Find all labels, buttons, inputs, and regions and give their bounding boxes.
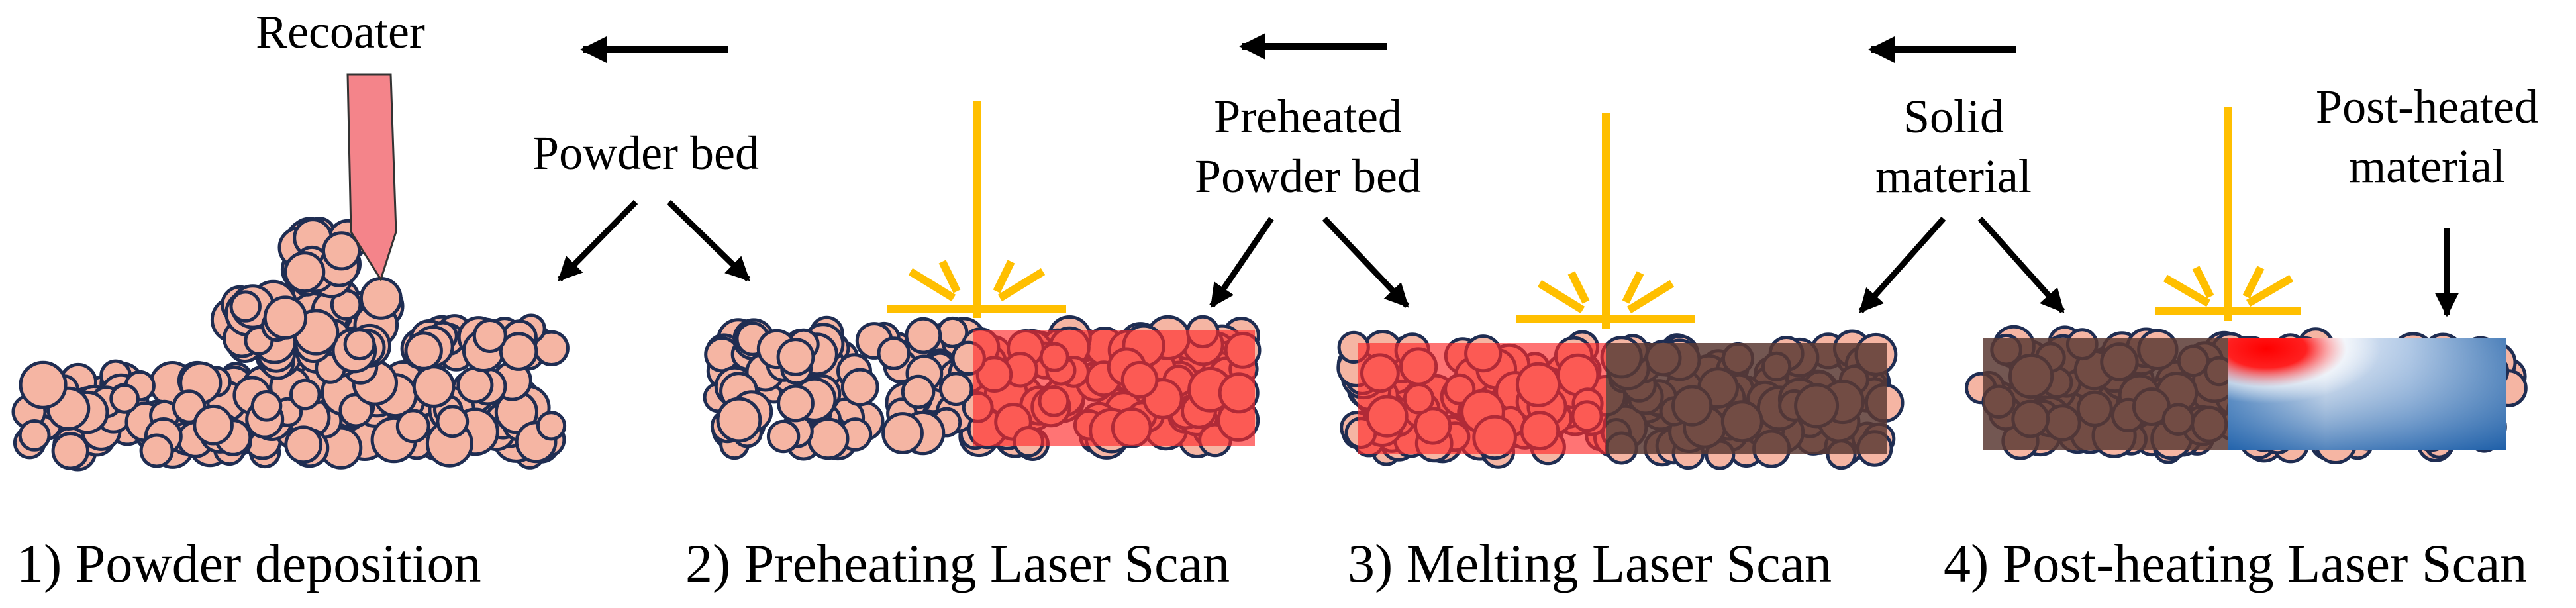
powder-particle — [499, 332, 538, 371]
powder-particle — [283, 251, 326, 293]
powder-particle — [881, 412, 924, 454]
powder-particle — [905, 317, 942, 354]
powder-particle — [436, 405, 470, 438]
step-caption-2: 2) Preheating Laser Scan — [685, 533, 1230, 593]
powder-particle — [938, 372, 973, 407]
pointer-arrows — [557, 199, 2459, 317]
powder-particle — [139, 433, 174, 468]
powder-particle — [901, 374, 936, 409]
recoater-label: Recoater — [256, 5, 425, 58]
preheated-region-step3 — [1358, 343, 1606, 454]
powder-particle — [18, 419, 51, 452]
powder-particle — [263, 295, 308, 340]
laser-beam-4 — [2155, 107, 2301, 321]
recoater-blade — [346, 73, 397, 282]
preheated-region — [973, 330, 1255, 446]
preheated-label-line1: Preheated — [1214, 90, 1402, 143]
powder-particle — [877, 336, 911, 370]
powder-particle — [776, 338, 815, 376]
powder-particle — [456, 366, 494, 404]
solid-label-line2: material — [1875, 150, 2032, 203]
powder-particle — [777, 384, 815, 423]
powder-particle — [321, 231, 362, 271]
powder-particle — [109, 383, 140, 414]
solid-label-line1: Solid — [1903, 90, 2004, 143]
powder-particle — [766, 419, 801, 454]
step-caption-3: 3) Melting Laser Scan — [1348, 533, 1832, 593]
powder-particle — [284, 425, 323, 464]
hot-spot — [2228, 338, 2381, 411]
powder-particle — [359, 277, 403, 320]
step-caption-4: 4) Post-heating Laser Scan — [1944, 533, 2527, 593]
powder-particle — [807, 417, 850, 460]
powder-particle — [229, 290, 262, 323]
powder-particle — [472, 319, 507, 353]
solid-region-step4 — [1983, 338, 2228, 450]
post-heated-label-line2: material — [2349, 140, 2505, 193]
step-caption-1: 1) Powder deposition — [17, 533, 481, 593]
powder-particle — [840, 368, 879, 407]
powder-particle — [404, 331, 443, 370]
laser-beam-3 — [1516, 113, 1695, 329]
powder-bed-label: Powder bed — [532, 127, 759, 179]
powder-particle — [536, 411, 567, 441]
powder-particle — [716, 397, 762, 443]
powder-bed-1 — [11, 217, 570, 472]
powder-particle — [51, 432, 90, 470]
powder-particle — [193, 404, 234, 446]
powder-particle — [289, 378, 321, 411]
powder-particle — [343, 328, 376, 361]
post-heated-label-line1: Post-heated — [2316, 80, 2538, 133]
laser-beam-2 — [887, 101, 1066, 318]
powder-particle — [412, 365, 456, 408]
powder-particle — [19, 360, 68, 409]
powder-particle — [395, 409, 430, 444]
solid-region-step3 — [1606, 343, 1887, 454]
preheated-label-line2: Powder bed — [1195, 150, 1421, 203]
powder-particle — [250, 390, 283, 422]
